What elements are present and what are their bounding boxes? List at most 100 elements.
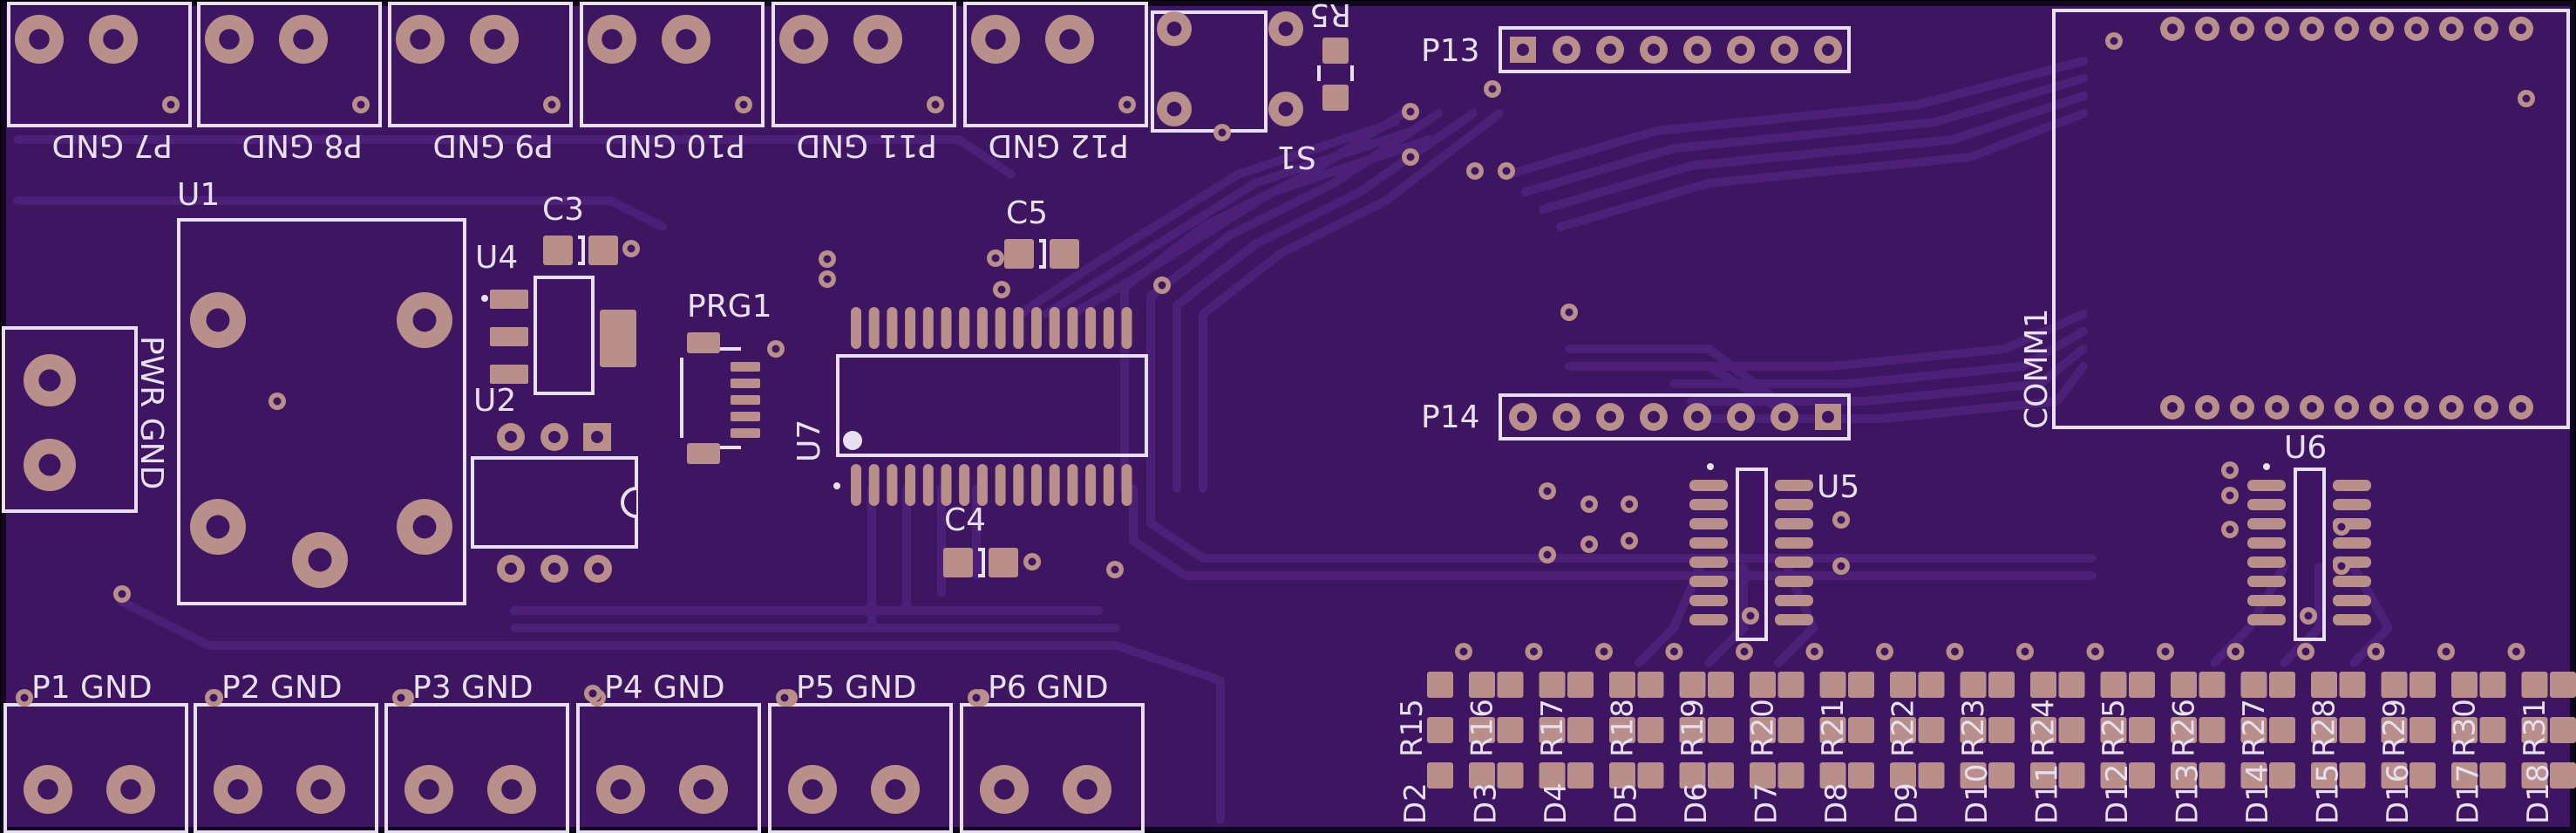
- u7-pin: [868, 464, 880, 506]
- via-hole: [1406, 153, 1415, 161]
- u7-pin: [1067, 464, 1078, 506]
- u7-pin: [1121, 464, 1132, 506]
- via-hole: [2110, 37, 2118, 45]
- u6-pin: [2333, 537, 2371, 549]
- drill-hole: [501, 779, 522, 800]
- u7-pin: [905, 307, 916, 349]
- drill-hole: [1822, 44, 1834, 56]
- drill-hole: [693, 779, 714, 800]
- via-hole: [771, 345, 780, 353]
- drill-hole: [1822, 411, 1834, 423]
- resistor-pad: [2479, 672, 2506, 698]
- drill-hole: [418, 779, 439, 800]
- prg1-pin: [731, 362, 760, 372]
- terminal-block-top: [7, 2, 192, 127]
- led-label: D2: [1398, 782, 1433, 824]
- drill-hole: [867, 29, 888, 50]
- via-hole: [2442, 647, 2450, 656]
- led-label: D5: [1609, 782, 1644, 824]
- via-hole: [2512, 647, 2520, 656]
- u7-pin: [1049, 307, 1060, 349]
- u7-pin: [1049, 464, 1060, 506]
- drill-hole: [1648, 411, 1660, 423]
- led-pad: [2550, 762, 2576, 789]
- drill-hole: [1735, 44, 1747, 56]
- via-hole: [273, 397, 282, 406]
- drill-hole: [206, 515, 230, 539]
- drill-hole: [293, 29, 314, 50]
- drill-hole: [2237, 24, 2247, 34]
- led-pad: [2269, 762, 2295, 789]
- via-hole: [2161, 647, 2170, 656]
- terminal-label-top: P10 GND: [604, 127, 745, 163]
- drill-hole: [310, 779, 331, 800]
- resistor-label: R31: [2518, 699, 2552, 757]
- via-hole: [2021, 647, 2029, 656]
- terminal-block-top: [197, 2, 382, 127]
- led-pad: [1708, 762, 1734, 789]
- drill-hole: [1691, 411, 1703, 423]
- resistor-pad: [1750, 672, 1776, 698]
- led-pad: [2381, 762, 2408, 789]
- u7-pin1-dot: [833, 482, 840, 489]
- drill-hole: [2167, 24, 2178, 34]
- terminal-label-top: P7 GND: [51, 127, 173, 163]
- header-p13-outline: [1499, 26, 1851, 73]
- led-pad: [1427, 762, 1453, 789]
- c4-pad: [989, 548, 1018, 577]
- led-label: D18: [2521, 764, 2556, 824]
- resistor-label: R18: [1606, 699, 1641, 757]
- led-pad: [1567, 762, 1594, 789]
- u6-pin1-dot: [2263, 463, 2270, 470]
- drill-hole: [548, 431, 561, 443]
- resistor-pad: [1539, 672, 1566, 698]
- drill-hole: [610, 779, 631, 800]
- resistor-pad: [2311, 672, 2337, 698]
- u5-pin: [1689, 614, 1728, 625]
- u5-pin: [1775, 499, 1813, 510]
- u5-pin1-dot: [1707, 463, 1714, 470]
- u6-pin: [2247, 480, 2286, 491]
- via-hole: [991, 254, 1000, 263]
- via-hole: [1530, 647, 1538, 656]
- resistor-label: R27: [2237, 699, 2272, 757]
- drill-hole: [103, 29, 124, 50]
- via-hole: [1670, 647, 1678, 656]
- resistor-label: R25: [2097, 699, 2131, 757]
- u7-pin: [922, 307, 934, 349]
- c4-silk: [978, 548, 985, 577]
- r5-silk: [1317, 65, 1354, 81]
- via-hole: [2226, 491, 2234, 500]
- via-hole: [1837, 562, 1845, 570]
- via-hole: [2522, 94, 2531, 103]
- u5-pin: [1689, 537, 1728, 549]
- drill-hole: [412, 515, 437, 539]
- drill-hole: [2446, 402, 2457, 413]
- drill-hole: [1059, 29, 1080, 50]
- drill-hole: [1560, 44, 1573, 56]
- terminal-label-bottom: P4 GND: [604, 670, 725, 706]
- led-pad: [1777, 762, 1805, 789]
- u7-pin: [941, 464, 952, 506]
- led-pad: [2451, 762, 2477, 789]
- led-pad: [2451, 717, 2477, 743]
- drill-hole: [802, 779, 823, 800]
- led-pad: [1890, 717, 1916, 743]
- led-label: D14: [2240, 764, 2275, 824]
- drill-hole: [2516, 24, 2526, 34]
- r5-pad: [1322, 38, 1349, 64]
- drill-hole: [412, 308, 437, 332]
- u6-pin: [2333, 480, 2371, 491]
- via-hole: [823, 275, 832, 283]
- drill-hole: [219, 29, 240, 50]
- u7-pin: [995, 464, 1006, 506]
- u6-pin: [2247, 595, 2286, 606]
- via-hole: [2301, 647, 2310, 656]
- u7-label: U7: [792, 420, 827, 462]
- led-pad: [1750, 762, 1776, 789]
- led-label: D11: [2030, 764, 2065, 824]
- u7-pin: [1085, 464, 1097, 506]
- u4-pad: [490, 290, 528, 309]
- c4-pad: [943, 548, 973, 577]
- drill-hole: [2307, 24, 2317, 34]
